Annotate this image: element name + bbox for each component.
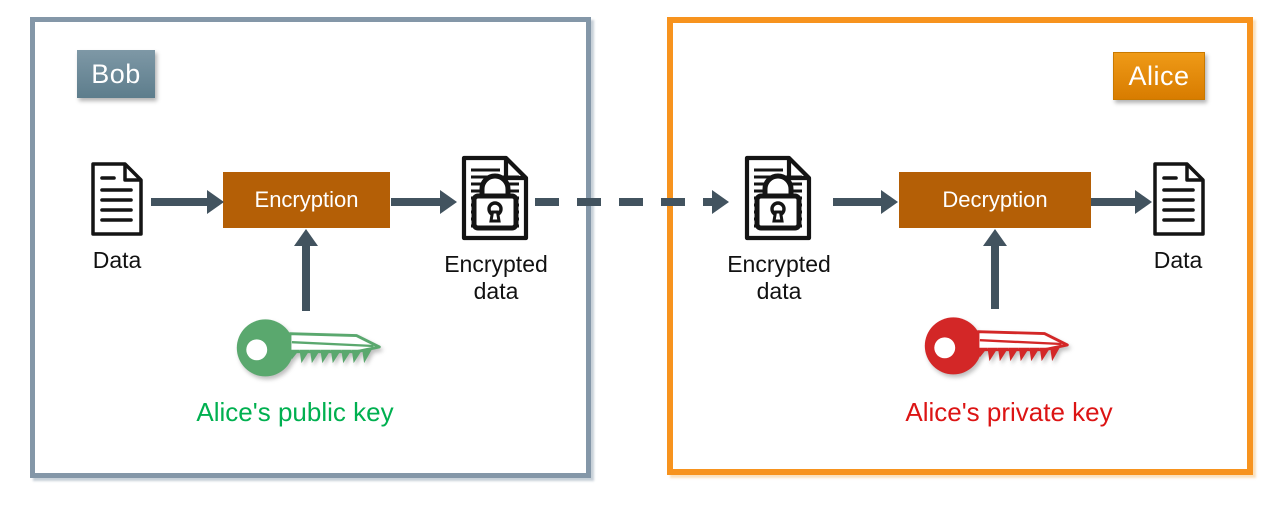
encrypted-data-label-alice: Encrypted data [727,251,831,305]
arrow-private-key-to-decryption [982,229,1008,309]
arrow-head-icon [440,190,457,214]
public-key-caption: Alice's public key [196,397,394,427]
arrow-shaft [991,246,999,309]
alice-tag-label: Alice [1128,60,1190,91]
private-key-caption: Alice's private key [905,397,1113,427]
arrow-transfer-dashed [535,190,729,214]
encrypted-document-icon-bob [458,154,532,242]
arrow-data-to-encryption [151,190,224,214]
arrow-shaft [391,198,440,206]
arrow-head-icon [881,190,898,214]
arrow-shaft [302,246,310,311]
encrypted-data-label-bob: Encrypted data [444,251,548,305]
data-label-bob: Data [92,247,142,273]
arrow-public-key-to-encryption [293,229,319,311]
decryption-box: Decryption [899,172,1091,228]
arrow-head-icon [207,190,224,214]
alice-panel [667,17,1253,475]
alice-tag: Alice [1113,52,1205,100]
decryption-label: Decryption [942,187,1048,212]
arrow-shaft-dashed [535,198,712,206]
bob-tag: Bob [77,50,155,98]
public-key-icon [236,319,381,377]
bob-panel [30,17,591,478]
data-document-icon [89,161,145,237]
encrypted-document-icon-alice [741,154,815,242]
encryption-box: Encryption [223,172,390,228]
arrow-shaft [833,198,881,206]
private-key-icon [924,317,1069,375]
data-label-alice: Data [1153,247,1203,273]
arrow-head-icon [983,229,1007,246]
arrow-encrypted-to-decryption [833,190,898,214]
arrow-decryption-to-data [1091,190,1152,214]
data-document-icon-alice [1151,161,1207,237]
bob-tag-label: Bob [91,58,141,89]
arrow-head-icon [294,229,318,246]
arrow-shaft [1091,198,1135,206]
arrow-shaft [151,198,207,206]
encryption-label: Encryption [254,187,359,212]
arrow-head-icon [712,190,729,214]
arrow-head-icon [1135,190,1152,214]
arrow-encryption-to-encrypted [391,190,457,214]
